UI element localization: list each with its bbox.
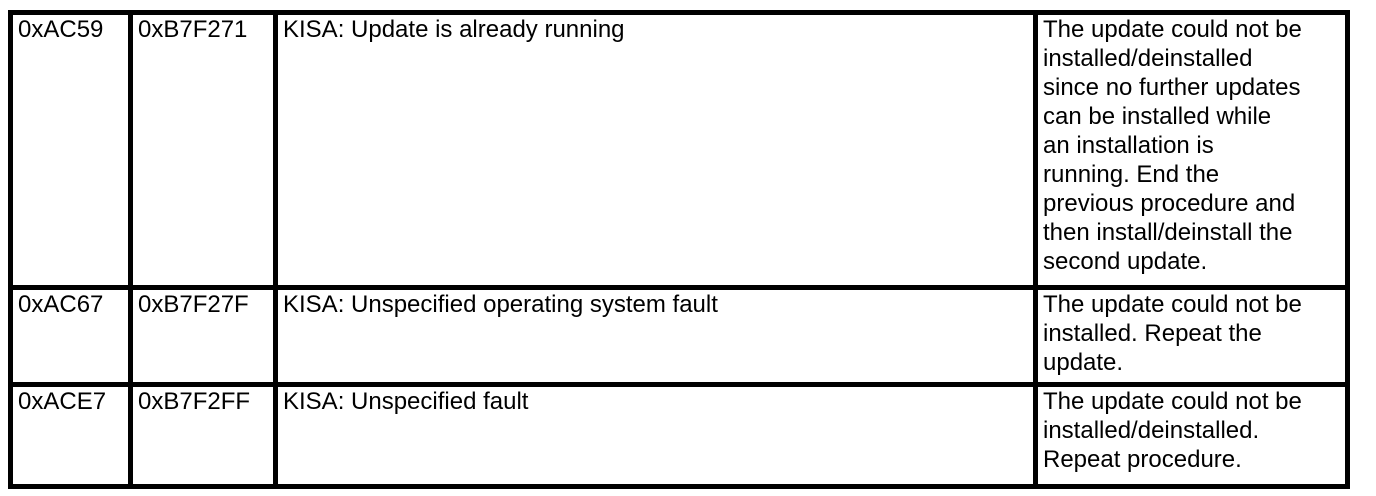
- cell-error-code-short: 0xACE7: [8, 382, 133, 489]
- table-row: 0xAC67 0xB7F27F KISA: Unspecified operat…: [8, 285, 1350, 387]
- cell-error-code-long: 0xB7F27F: [128, 285, 278, 387]
- cell-error-remedy: The update could not be installed/deinst…: [1033, 382, 1350, 489]
- cell-error-description: KISA: Unspecified operating system fault: [273, 285, 1038, 387]
- cell-error-code-short: 0xAC59: [8, 10, 133, 290]
- cell-error-remedy: The update could not be installed/deinst…: [1033, 10, 1350, 290]
- error-code-table: 0xAC59 0xB7F271 KISA: Update is already …: [8, 10, 1350, 489]
- cell-error-description: KISA: Unspecified fault: [273, 382, 1038, 489]
- cell-error-code-long: 0xB7F2FF: [128, 382, 278, 489]
- cell-error-code-short: 0xAC67: [8, 285, 133, 387]
- cell-error-description: KISA: Update is already running: [273, 10, 1038, 290]
- cell-error-remedy: The update could not be installed. Repea…: [1033, 285, 1350, 387]
- table-row: 0xAC59 0xB7F271 KISA: Update is already …: [8, 10, 1350, 290]
- cell-error-code-long: 0xB7F271: [128, 10, 278, 290]
- table-row: 0xACE7 0xB7F2FF KISA: Unspecified fault …: [8, 382, 1350, 489]
